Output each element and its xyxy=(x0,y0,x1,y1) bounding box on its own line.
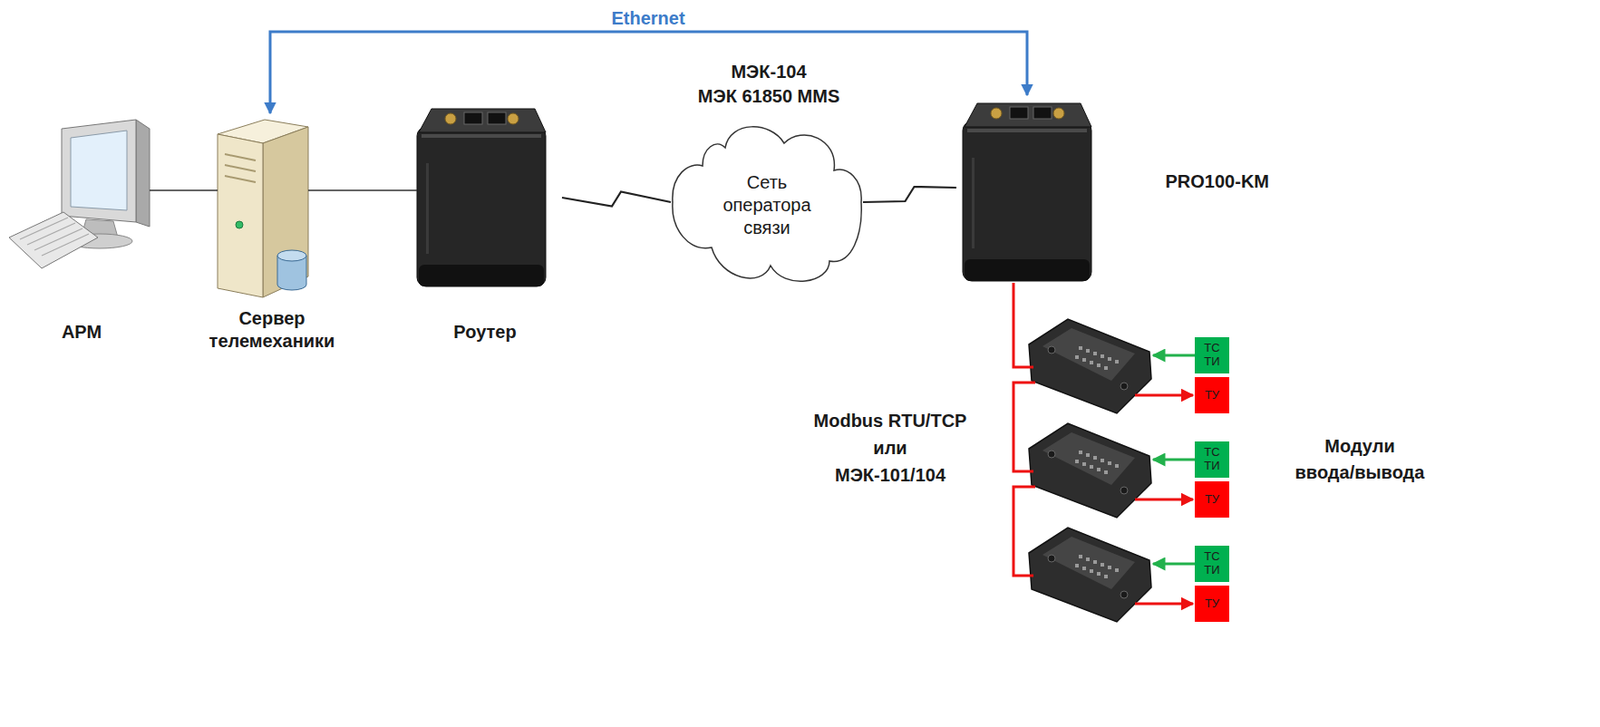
node-text: ТУ xyxy=(1204,597,1220,611)
node-text: АРМ xyxy=(61,320,102,344)
node-text: Сервер телемеханики xyxy=(203,307,340,353)
controller-icon xyxy=(962,103,1092,282)
wire xyxy=(149,189,417,192)
annotation-label: или xyxy=(872,437,907,459)
connector xyxy=(270,31,1028,114)
annotation-label: Модули xyxy=(1324,436,1395,457)
signal-box: ТС ТИ xyxy=(1194,441,1230,478)
signal-box: ТУ xyxy=(1194,377,1230,414)
connector xyxy=(562,192,671,207)
network-cloud: Сеть оператора связи xyxy=(670,116,864,295)
device-label-box: Сервер телемеханики xyxy=(201,113,343,359)
node-text: ТУ xyxy=(1204,388,1220,403)
annotation-label: Modbus RTU/TCP xyxy=(814,410,968,432)
signal-box: ТС ТИ xyxy=(1194,545,1230,582)
server-icon xyxy=(217,119,309,298)
device-label-box: АРМ xyxy=(4,117,159,350)
annotation-label: ввода/вывода xyxy=(1295,462,1426,484)
io-module-icon xyxy=(1028,319,1152,414)
signal-box: ТС ТИ xyxy=(1194,337,1230,374)
signal-arrows xyxy=(1134,355,1195,604)
node-text: ТС ТИ xyxy=(1202,341,1222,369)
signal-box: ТУ xyxy=(1194,585,1230,622)
node-text: PRO100-KM xyxy=(1165,170,1270,194)
device-label-box: PRO100-KM xyxy=(956,95,1270,268)
cloud-path xyxy=(672,126,862,282)
device-label-box: Роутер xyxy=(407,95,563,350)
node-text: ТС ТИ xyxy=(1202,446,1222,474)
node-text: ТС ТИ xyxy=(1202,550,1222,578)
node-text: Сеть оператора связи xyxy=(716,171,818,240)
bus-line xyxy=(1013,282,1036,576)
node-text: ТУ xyxy=(1204,493,1220,507)
annotation-label: МЭК-101/104 xyxy=(834,465,946,486)
router-icon xyxy=(416,108,546,287)
connector xyxy=(863,186,957,203)
io-module-icon xyxy=(1028,527,1152,622)
edge-label: Ethernet xyxy=(607,8,689,30)
connector xyxy=(342,189,408,192)
annotation-label: МЭК-104 xyxy=(730,61,806,83)
workstation-icon xyxy=(9,119,150,269)
annotation-label: МЭК 61850 MMS xyxy=(698,86,840,107)
signal-box: ТУ xyxy=(1194,481,1230,518)
io-module-icon xyxy=(1028,423,1152,518)
connector xyxy=(158,189,202,192)
node-text: Роутер xyxy=(453,320,516,344)
